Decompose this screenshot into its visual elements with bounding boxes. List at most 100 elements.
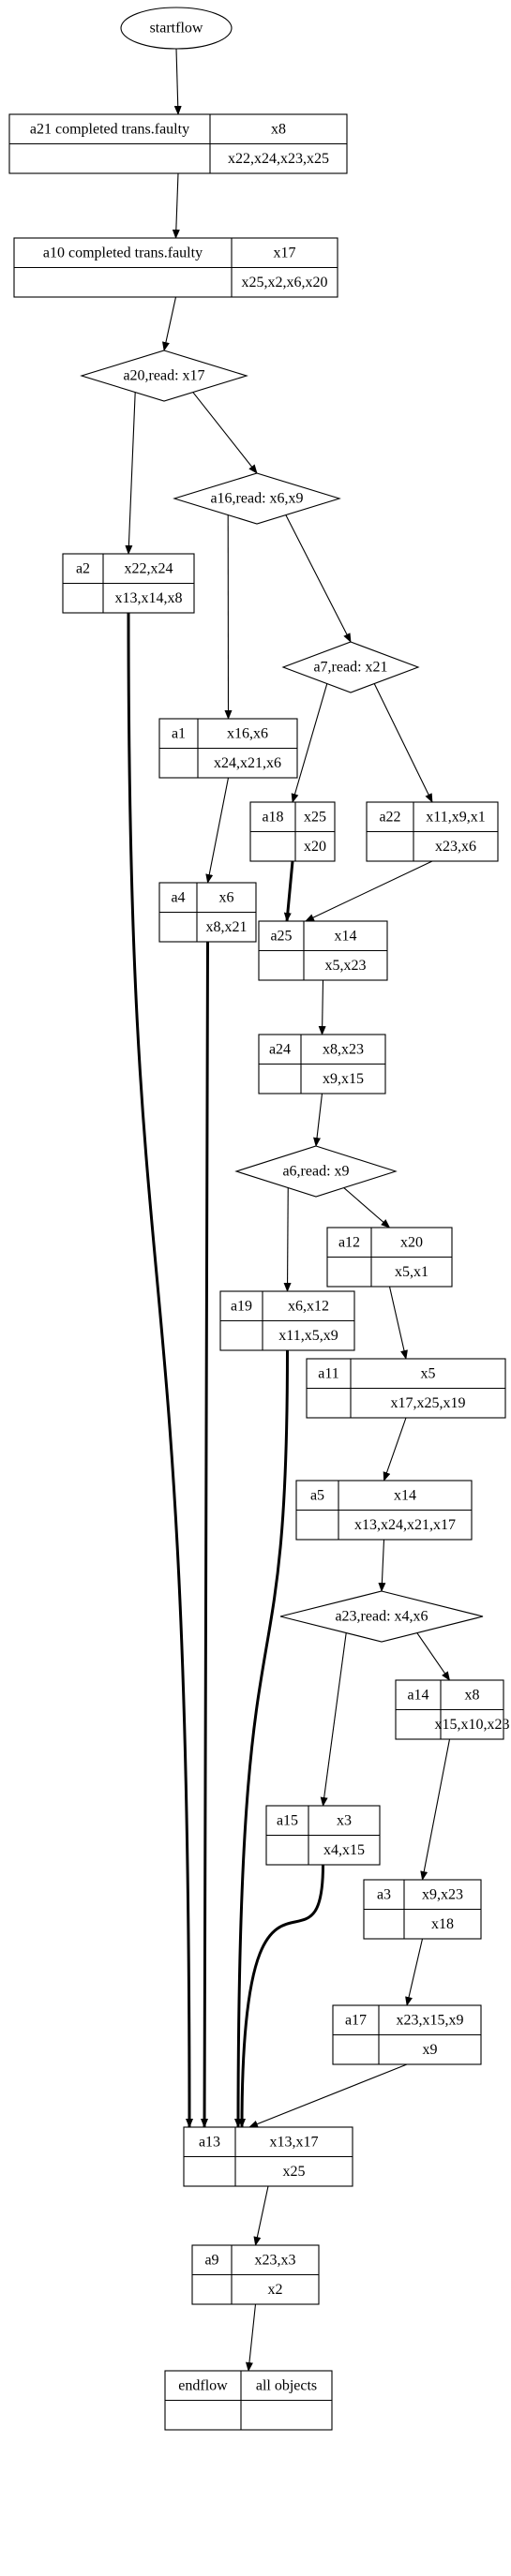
record-name-a17: a17 bbox=[345, 2012, 367, 2028]
edge-a20-to-a16 bbox=[192, 392, 258, 474]
decision-label-a16: a16,read: x6,x9 bbox=[210, 491, 303, 507]
record-bottom-a15: x4,x15 bbox=[323, 1842, 365, 1858]
decision-label-a20: a20,read: x17 bbox=[123, 368, 204, 384]
record-name-a21: a21 completed trans.faulty bbox=[30, 121, 189, 137]
edge-a16-to-a7 bbox=[285, 514, 352, 643]
record-bottom-a19: x11,x5,x9 bbox=[278, 1328, 338, 1344]
record-name-a5: a5 bbox=[310, 1487, 324, 1503]
record-top-a18: x25 bbox=[304, 809, 326, 825]
record-name-a14: a14 bbox=[407, 1687, 428, 1703]
record-name-a4: a4 bbox=[171, 889, 185, 905]
node-a9: a9 x23,x3 x2 bbox=[191, 2244, 320, 2305]
record-top-a13: x13,x17 bbox=[270, 2134, 319, 2150]
record-top-a2: x22,x24 bbox=[125, 560, 173, 576]
edge-a15-to-a13 bbox=[238, 1864, 324, 2128]
record-name-a12: a12 bbox=[338, 1234, 360, 1250]
edge-a7-to-a18 bbox=[291, 683, 328, 803]
start-ellipse bbox=[120, 7, 233, 50]
edge-a20-to-a2 bbox=[125, 392, 136, 555]
decision-label-a7: a7,read: x21 bbox=[313, 660, 387, 676]
record-bottom-a25: x5,x23 bbox=[325, 958, 367, 974]
node-a13: a13 x13,x17 x25 bbox=[183, 2126, 353, 2187]
record-name-a11: a11 bbox=[318, 1365, 339, 1381]
record-top-a1: x16,x6 bbox=[227, 725, 268, 741]
edge-a7-to-a22 bbox=[373, 683, 433, 803]
edge-a24-to-a6 bbox=[313, 1093, 323, 1147]
node-a20: a20,read: x17 bbox=[80, 350, 248, 402]
record-name-a10: a10 completed trans.faulty bbox=[43, 245, 203, 261]
edge-a23-to-a15 bbox=[320, 1632, 347, 1807]
edge-a22-to-a25 bbox=[305, 860, 433, 922]
node-a12: a12 x20 x5,x1 bbox=[326, 1227, 453, 1288]
record-top-a25: x14 bbox=[335, 928, 357, 944]
record-bottom-a9: x2 bbox=[268, 2282, 283, 2298]
decision-shape-a16 bbox=[173, 472, 341, 525]
record-bottom-a24: x9,x15 bbox=[323, 1071, 364, 1087]
node-a17: a17 x23,x15,x9 x9 bbox=[332, 2004, 482, 2065]
edge-a21-to-a10 bbox=[172, 172, 180, 239]
record-top-a22: x11,x9,x1 bbox=[426, 809, 485, 825]
record-top-a15: x3 bbox=[337, 1812, 352, 1828]
record-top-a5: x14 bbox=[394, 1487, 416, 1503]
node-a15: a15 x3 x4,x15 bbox=[265, 1805, 381, 1866]
edge-a17-to-a13 bbox=[248, 2063, 408, 2128]
record-top-a17: x23,x15,x9 bbox=[397, 2012, 464, 2028]
record-top-a24: x8,x23 bbox=[323, 1041, 364, 1057]
record-name-a3: a3 bbox=[377, 1886, 391, 1902]
record-top-a21: x8 bbox=[271, 121, 286, 137]
record-bottom-a13: x25 bbox=[283, 2164, 306, 2180]
record-bottom-a17: x9 bbox=[423, 2042, 438, 2058]
record-name-a22: a22 bbox=[379, 809, 400, 825]
decision-shape-a23 bbox=[279, 1590, 484, 1643]
edge-a6-to-a12 bbox=[343, 1187, 391, 1228]
edge-a3-to-a17 bbox=[405, 1938, 424, 2006]
edge-start-to-a21 bbox=[173, 48, 182, 115]
start-node: startflow bbox=[120, 7, 233, 50]
record-name-a9: a9 bbox=[204, 2252, 218, 2268]
node-a7: a7,read: x21 bbox=[281, 641, 420, 693]
edge-a11-to-a5 bbox=[383, 1417, 407, 1482]
edge-a5-to-a23 bbox=[378, 1539, 386, 1592]
record-top-a12: x20 bbox=[400, 1234, 423, 1250]
node-a3: a3 x9,x23 x18 bbox=[363, 1879, 482, 1940]
decision-label-a23: a23,read: x4,x6 bbox=[335, 1609, 428, 1625]
node-a6: a6,read: x9 bbox=[234, 1145, 398, 1198]
record-bottom-a3: x18 bbox=[431, 1916, 454, 1932]
edge-a6-to-a19 bbox=[283, 1187, 292, 1292]
decision-label-a6: a6,read: x9 bbox=[282, 1164, 349, 1180]
record-top-a11: x5 bbox=[421, 1365, 436, 1381]
edge-a9-to-endflow bbox=[245, 2303, 257, 2372]
start-label: startflow bbox=[150, 21, 203, 37]
record-top-a10: x17 bbox=[274, 245, 296, 261]
record-name-endflow: endflow bbox=[178, 2377, 228, 2393]
record-top-a4: x6 bbox=[219, 889, 234, 905]
record-bottom-a12: x5,x1 bbox=[395, 1264, 428, 1280]
record-name-a13: a13 bbox=[199, 2134, 220, 2150]
node-a25: a25 x14 x5,x23 bbox=[258, 920, 388, 981]
record-name-a15: a15 bbox=[277, 1812, 298, 1828]
edge-a10-to-a20 bbox=[162, 296, 177, 351]
record-bottom-a18: x20 bbox=[304, 839, 326, 855]
edge-a13-to-a9 bbox=[253, 2185, 269, 2246]
record-top-a3: x9,x23 bbox=[422, 1886, 463, 1902]
decision-shape-a7 bbox=[281, 641, 420, 693]
record-name-a25: a25 bbox=[270, 928, 292, 944]
edge-a1-to-a4 bbox=[205, 777, 230, 884]
record-bottom-a1: x24,x21,x6 bbox=[214, 755, 281, 771]
node-a23: a23,read: x4,x6 bbox=[279, 1590, 484, 1643]
record-bottom-a14: x15,x10,x23 bbox=[435, 1717, 510, 1733]
nodes-layer: startflow a21 completed trans.faulty x8 x22… bbox=[8, 7, 510, 2431]
edge-a14-to-a3 bbox=[420, 1738, 451, 1881]
decision-shape-a6 bbox=[234, 1145, 398, 1198]
record-top-a9: x23,x3 bbox=[255, 2252, 296, 2268]
